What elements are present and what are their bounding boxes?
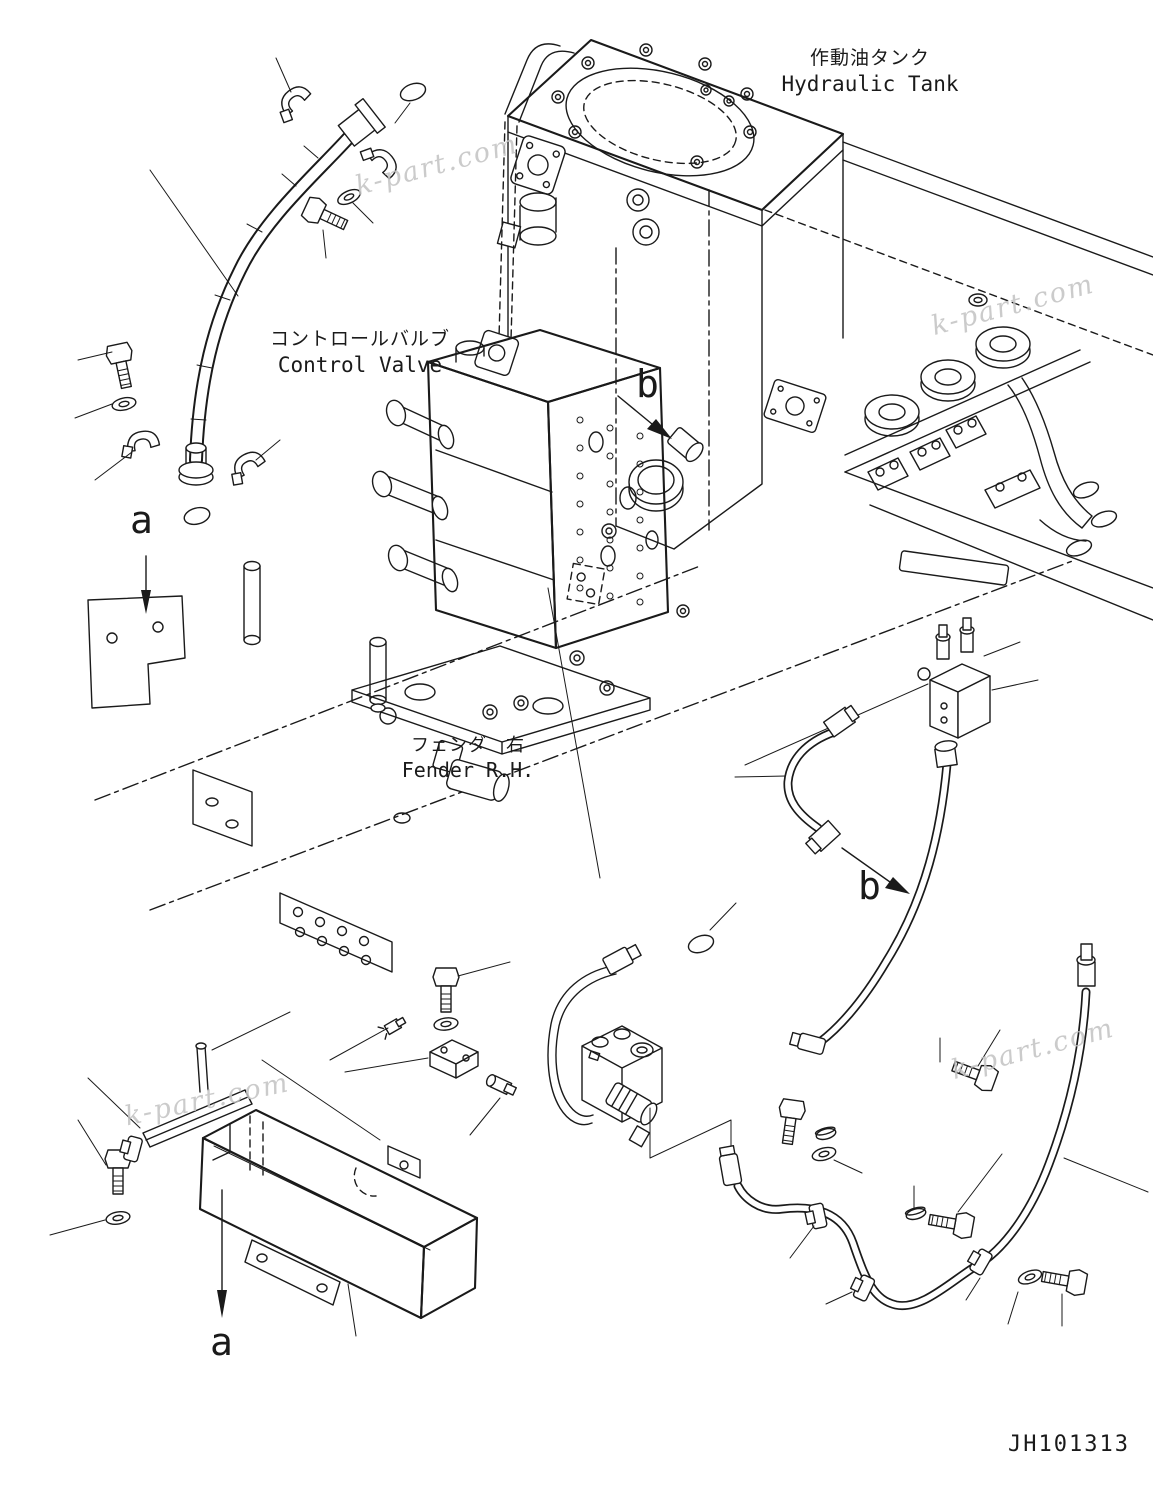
valve-mounting-plate (351, 645, 651, 755)
hydraulic-tank (474, 38, 845, 550)
valve-spool-caps (371, 399, 459, 593)
tank-side-flange (510, 135, 566, 195)
frame-grommet (975, 326, 1031, 369)
hose-clamp (273, 82, 318, 124)
callout-b-lower: b (858, 864, 881, 908)
hex-bolt (103, 340, 140, 391)
callout-b-upper: b (636, 362, 659, 406)
drawing-number: JH101313 (1008, 1432, 1130, 1457)
return-hose-fasteners (74, 57, 429, 528)
o-ring (397, 79, 429, 105)
washer (1015, 1266, 1045, 1288)
seal-strip (142, 1089, 253, 1148)
deck-grommets (393, 523, 690, 824)
frame-grommet (864, 394, 920, 437)
clamp-block (429, 1039, 479, 1079)
label-fender-rh: フェンダ 右 Fender R.H. (388, 734, 548, 783)
nut (814, 1124, 838, 1143)
label-hydraulic-tank-en: Hydraulic Tank (781, 71, 959, 96)
pin-rod (195, 1042, 209, 1093)
solenoid-coil (605, 1082, 658, 1148)
valve-solenoid (432, 739, 510, 802)
solenoid-valve-block (547, 902, 737, 1159)
hose-a (789, 740, 958, 1055)
frame-grommet (920, 359, 976, 402)
manifold-block (917, 617, 991, 739)
o-ring (181, 504, 213, 528)
control-valve (243, 328, 670, 802)
callout-arrows (141, 395, 910, 1318)
fender-deck (87, 523, 1076, 973)
pump-mount-flange (763, 378, 827, 434)
label-control-valve: コントロールバルブ Control Valve (262, 327, 458, 379)
frame-rail-right (763, 141, 1153, 621)
washer (104, 1209, 132, 1227)
hex-bolt (773, 1097, 808, 1147)
callout-a-upper: a (130, 498, 153, 542)
valve-port-face (576, 416, 659, 606)
tank-suction-port (628, 459, 684, 512)
tank-access-cover (565, 67, 755, 177)
hose-bottom-flange (178, 442, 214, 486)
washer (432, 1015, 460, 1033)
short-hose (783, 704, 860, 855)
label-control-valve-jp: コントロールバルブ (269, 328, 450, 350)
cover-box-assembly (49, 961, 517, 1337)
hex-bolt (926, 1205, 976, 1241)
wire-connector (602, 943, 642, 975)
washer (810, 1144, 838, 1164)
label-hydraulic-tank: 作動油タンク Hydraulic Tank (770, 46, 970, 98)
label-control-valve-en: Control Valve (277, 352, 443, 377)
hose-clamp (121, 426, 163, 464)
hex-bolt (1039, 1262, 1089, 1298)
hose-flange-fitting (337, 97, 386, 147)
washer (110, 394, 138, 414)
standoff-posts (243, 560, 387, 713)
label-fender-rh-en: Fender R.H. (401, 758, 535, 783)
o-ring (685, 931, 717, 957)
right-hose-group (718, 617, 1149, 1327)
frame-brace (1007, 377, 1093, 529)
wire-harness (547, 965, 617, 1126)
reference-lines (547, 587, 601, 879)
hex-bolt (432, 967, 460, 1013)
return-hose (178, 97, 386, 486)
hose-clamp (847, 1271, 877, 1303)
label-hydraulic-tank-jp: 作動油タンク (809, 47, 930, 69)
label-fender-rh-jp: フェンダ 右 (411, 735, 525, 756)
callout-a-lower: a (210, 1320, 233, 1364)
nut (904, 1204, 928, 1223)
cover-bolts (551, 43, 757, 169)
grease-fitting (377, 1016, 407, 1040)
tank-return-pipe (504, 43, 575, 123)
elbow-fitting (485, 1074, 517, 1096)
port-elbow-fitting (667, 427, 704, 463)
hose-b (718, 943, 1096, 1311)
